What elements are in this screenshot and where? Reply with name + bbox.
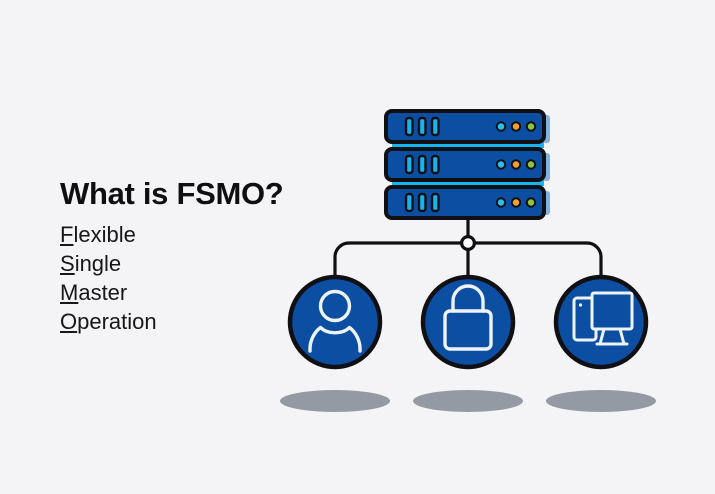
server-unit-3-body [384,185,546,220]
acronym-initial-s: S [60,251,75,276]
server-unit-3-slots [404,192,440,213]
node-shadows [280,390,656,412]
server-unit-1-divider [392,139,544,148]
acronym-rest-flexible: lexible [73,222,136,247]
led-orange [510,159,522,170]
acronym-item-master: Master [60,278,340,307]
computer-icon [572,291,634,346]
server-unit-2-body [384,147,546,182]
server-unit-1-side [543,115,550,143]
led-cyan [495,121,507,132]
shadow-security [413,390,523,412]
lock-icon [443,284,493,351]
connector-lines [333,214,603,280]
computer-icon-monitor-stand [598,327,626,346]
computer-icon-tower-led [578,303,583,307]
node-workstation[interactable] [553,274,649,370]
acronym-item-single: Single [60,249,340,278]
led-cyan [495,159,507,170]
led-green [525,197,537,208]
led-orange [510,197,522,208]
node-workstation-circle [553,274,649,370]
lock-icon-shackle [451,284,485,313]
server-unit-1-body [384,109,546,144]
acronym-rest-master: aster [78,280,128,305]
shadow-workstation [546,390,656,412]
computer-icon-tower [572,296,598,342]
acronym-rest-single: ingle [74,251,122,276]
slot-1 [404,116,414,137]
slot-2 [417,116,427,137]
server-unit-2-side [543,153,550,181]
lock-icon-body [443,309,493,351]
acronym-item-flexible: Flexible [60,220,340,249]
connector-left-branch [333,241,468,280]
shadow-user [280,390,390,412]
slot-2 [417,154,427,175]
text-block: What is FSMO? Flexible Single Master Ope… [60,176,340,336]
led-orange [510,121,522,132]
slot-2 [417,192,427,213]
slot-3 [430,154,440,175]
acronym-rest-operation: peration [77,309,157,334]
led-cyan [495,197,507,208]
server-stack [384,109,550,220]
server-unit-2-slots [404,154,440,175]
slot-3 [430,116,440,137]
acronym-initial-f: F [60,222,74,247]
computer-icon-monitor-screen [590,291,634,331]
server-unit-2-leds [495,159,537,170]
page-title: What is FSMO? [60,176,284,211]
server-unit-3-side [543,191,550,215]
server-unit-1-slots [404,116,440,137]
led-green [525,121,537,132]
slot-1 [404,154,414,175]
server-unit-1-leds [495,121,537,132]
server-unit-1 [384,109,550,148]
server-unit-2 [384,147,550,186]
server-unit-3-leds [495,197,537,208]
slot-1 [404,192,414,213]
node-security-circle [420,274,516,370]
junction-node [460,235,477,252]
connector-right-branch [468,241,603,280]
acronym-list: Flexible Single Master Operation [60,220,340,336]
acronym-item-operation: Operation [60,307,340,336]
server-unit-3 [384,185,550,220]
server-unit-2-divider [392,177,544,186]
acronym-initial-o: O [60,309,78,334]
node-security[interactable] [420,274,516,370]
slot-3 [430,192,440,213]
acronym-initial-m: M [60,280,79,305]
led-green [525,159,537,170]
